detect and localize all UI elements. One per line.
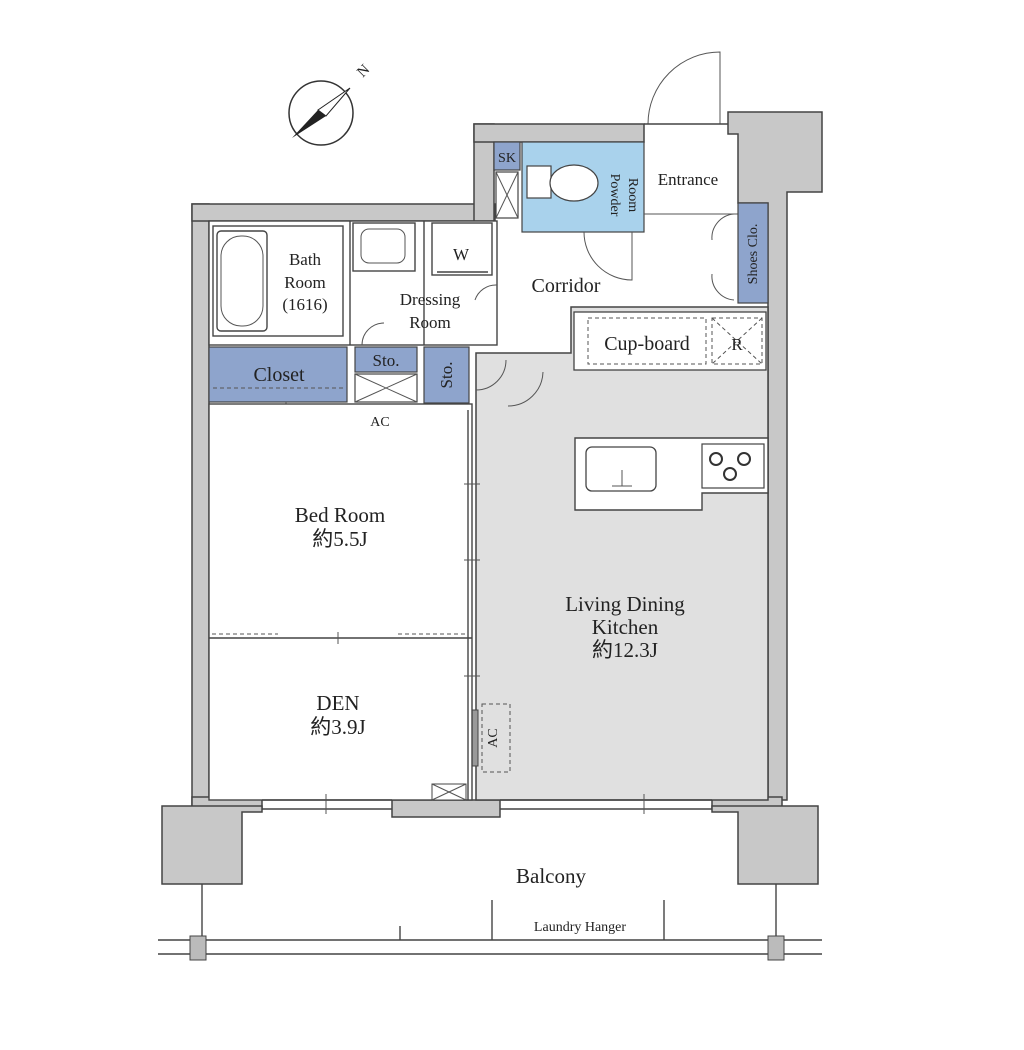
- bedroom-name: Bed Room: [295, 503, 385, 527]
- washer-label: W: [453, 245, 470, 264]
- ac-side-label: AC: [486, 728, 501, 747]
- sk-label: SK: [498, 151, 516, 166]
- corridor-label: Corridor: [532, 275, 601, 297]
- labels: Bath Room (1616) Dressing Room W Corrido…: [253, 151, 761, 935]
- fridge-label: R: [731, 335, 743, 354]
- bath-label-1: Bath: [289, 250, 322, 269]
- balcony-label: Balcony: [516, 864, 586, 888]
- powder-label-2: Room: [625, 178, 640, 212]
- sink-icon: [585, 446, 657, 492]
- bath-label-3: (1616): [282, 295, 327, 314]
- ac-top-label: AC: [370, 415, 389, 430]
- washer-icon: [431, 222, 493, 276]
- bathtub-icon: [216, 230, 268, 332]
- compass-north-label: N: [354, 62, 373, 81]
- washbasin-icon: [352, 222, 416, 272]
- entrance-label: Entrance: [658, 170, 718, 189]
- bedrooms: [208, 403, 480, 801]
- shoes-label: Shoes Clo.: [746, 224, 761, 285]
- toilet-icon: [526, 165, 552, 199]
- storage-a-label: Sto.: [373, 351, 400, 370]
- bath-label-2: Room: [284, 273, 326, 292]
- stove-icon: [701, 443, 765, 489]
- bedroom-size: 約5.5J: [312, 527, 367, 551]
- laundry-hanger-label: Laundry Hanger: [534, 920, 626, 935]
- compass: N: [288, 62, 373, 146]
- storage-b-label: Sto.: [437, 362, 456, 389]
- wet-area: [208, 220, 498, 346]
- den-size: 約3.9J: [310, 715, 365, 739]
- dressing-label-2: Room: [409, 313, 451, 332]
- dressing-label-1: Dressing: [400, 290, 461, 309]
- ldk-floor: [469, 306, 769, 801]
- closet-label: Closet: [253, 364, 305, 386]
- ldk-label-1: Living Dining: [565, 592, 685, 616]
- powder-label-1: Powder: [607, 174, 622, 217]
- balcony-area: [158, 794, 822, 961]
- ldk-label-2: Kitchen: [592, 615, 659, 639]
- entry-area: [493, 51, 769, 304]
- den-name: DEN: [316, 691, 359, 715]
- ldk-size: 約12.3J: [592, 638, 658, 662]
- cupboard-label: Cup-board: [604, 333, 690, 355]
